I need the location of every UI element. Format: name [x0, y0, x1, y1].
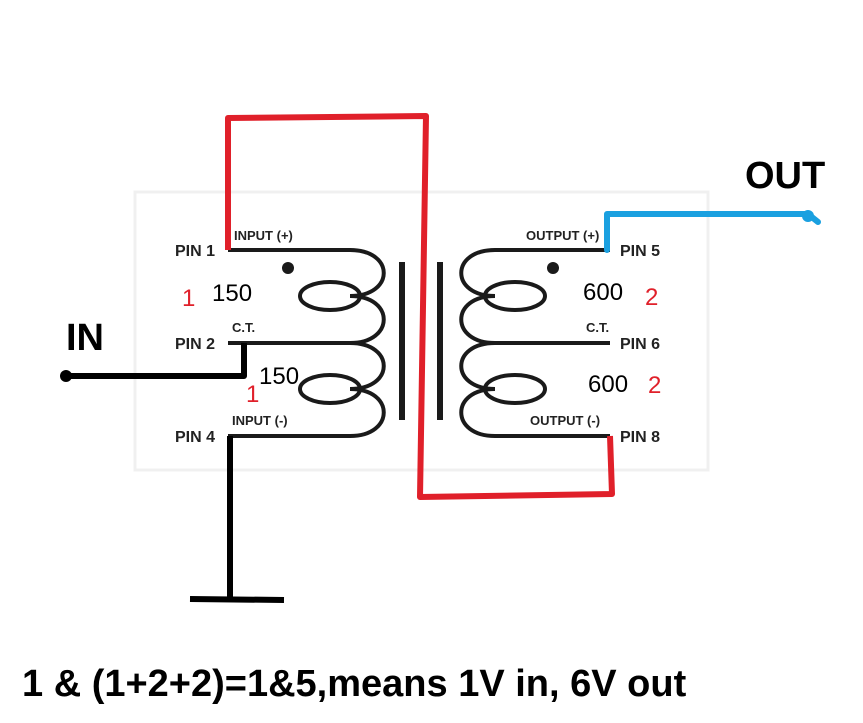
primary-lower-turns: 150 [259, 363, 299, 390]
output-minus-label: OUTPUT (-) [530, 413, 600, 428]
primary-lower-ratio: 1 [246, 381, 259, 408]
pin2-label: PIN 2 [175, 336, 215, 353]
secondary-dot-icon [547, 262, 559, 274]
in-terminal-icon [60, 370, 72, 382]
pin1-label: PIN 1 [175, 243, 215, 260]
pin4-label: PIN 4 [175, 429, 215, 446]
primary-upper-turns: 150 [212, 280, 252, 307]
secondary-lower-turns: 600 [588, 371, 628, 398]
pin5-label: PIN 5 [620, 243, 660, 260]
secondary-upper-turns: 600 [583, 279, 623, 306]
caption: 1 & (1+2+2)=1&5,means 1V in, 6V out [22, 663, 687, 705]
input-minus-label: INPUT (-) [232, 413, 288, 428]
pin6-label: PIN 6 [620, 336, 660, 353]
output-plus-label: OUTPUT (+) [526, 228, 599, 243]
ground-symbol-icon [189, 596, 285, 603]
secondary-upper-ratio: 2 [645, 284, 658, 311]
input-plus-label: INPUT (+) [234, 228, 293, 243]
in-label: IN [66, 317, 104, 359]
out-terminal-icon [802, 210, 814, 222]
red-wire [225, 113, 615, 500]
primary-winding [228, 248, 386, 438]
secondary-lower-ratio: 2 [648, 372, 661, 399]
secondary-winding [459, 248, 610, 438]
primary-ct-label: C.T. [232, 320, 255, 335]
secondary-ct-label: C.T. [586, 320, 609, 335]
out-label: OUT [745, 155, 825, 197]
primary-upper-ratio: 1 [182, 285, 195, 312]
primary-dot-icon [282, 262, 294, 274]
black-input-wire [64, 343, 247, 379]
pin8-label: PIN 8 [620, 429, 660, 446]
